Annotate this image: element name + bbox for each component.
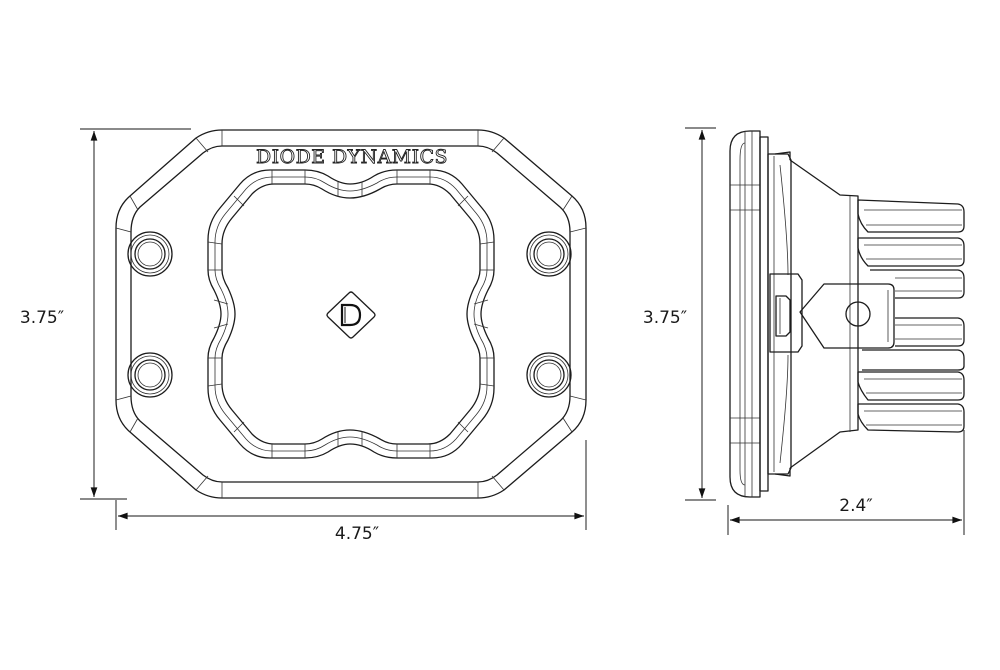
side-height-label: 3.75″ xyxy=(642,308,688,328)
side-view xyxy=(685,127,965,535)
mount-hole-top-left xyxy=(127,231,173,277)
logo-d-badge xyxy=(326,291,376,339)
mounting-bracket xyxy=(769,273,895,353)
side-height-dimension xyxy=(685,127,716,501)
mount-hole-bottom-left xyxy=(127,352,173,398)
mount-hole-bottom-right xyxy=(526,352,572,398)
front-width-dimension xyxy=(115,440,587,530)
mount-hole-top-right xyxy=(526,231,572,277)
side-depth-label: 2.4″ xyxy=(839,496,873,516)
cooling-fins xyxy=(857,199,965,433)
side-bezel xyxy=(729,130,761,498)
bracket-bolt-hole xyxy=(845,301,871,327)
front-outer-bezel xyxy=(115,129,587,499)
front-height-label: 3.75″ xyxy=(19,308,65,328)
brand-logo-text: DIODE DYNAMICS xyxy=(256,146,448,168)
front-height-dimension xyxy=(80,128,191,500)
front-view: DIODE DYNAMICS xyxy=(80,128,587,530)
side-housing xyxy=(789,159,859,469)
side-depth-dimension xyxy=(727,430,965,535)
front-inner-bezel xyxy=(130,145,571,483)
lens-outer-edge xyxy=(207,169,495,459)
front-width-label: 4.75″ xyxy=(334,524,380,544)
